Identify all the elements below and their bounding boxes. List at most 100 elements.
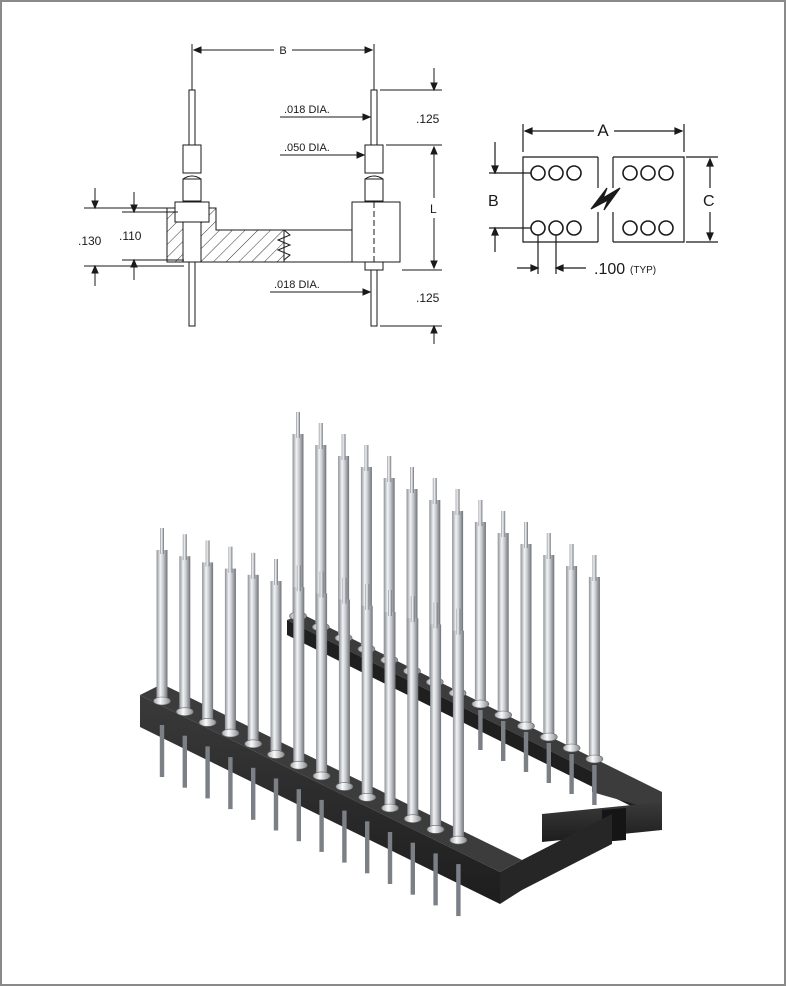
pin-tail	[501, 721, 506, 761]
pin-barrel	[316, 593, 328, 776]
pin-collar	[562, 743, 581, 753]
pin-tail	[592, 765, 597, 805]
pin-barrel	[360, 467, 372, 649]
pin-tail	[523, 732, 529, 772]
collar-dia-label: .050 DIA.	[284, 142, 330, 154]
housing-section-left	[166, 207, 184, 263]
pin-collar	[244, 739, 262, 749]
pin-tip	[569, 544, 574, 570]
pin-tail	[365, 821, 370, 874]
pin-barrel	[202, 562, 214, 723]
pin-barrel	[338, 599, 350, 787]
body-height-arrow-bottom	[130, 258, 138, 268]
pin-tip	[296, 565, 301, 592]
top-view-drawing	[489, 124, 718, 274]
pin-barrel	[429, 500, 441, 682]
pin-tail	[456, 864, 461, 917]
bottom-length-arrow	[430, 324, 438, 334]
top-dim-b-label: B	[488, 193, 499, 210]
hole	[622, 220, 638, 236]
pin-collar	[289, 760, 308, 770]
hole	[530, 165, 546, 181]
pin-tip	[410, 467, 414, 493]
row-b-arrow-bottom	[491, 226, 499, 236]
left-pin-top-tail	[188, 89, 196, 147]
hole	[548, 165, 564, 181]
pitch-label: .100	[594, 261, 625, 278]
pin-tip	[432, 478, 437, 504]
a-arrow-right	[674, 127, 684, 135]
pin-barrel	[543, 555, 555, 737]
pin-tail	[228, 757, 233, 810]
left-pin-body-section	[182, 221, 202, 263]
housing-front-bar-end	[500, 814, 612, 904]
left-pin-break-mark	[182, 175, 202, 180]
pin-collar	[267, 750, 285, 759]
pin-collar	[312, 771, 331, 781]
pin-tail	[251, 767, 256, 820]
right-pin-break-mark	[364, 175, 384, 180]
pin-tip	[342, 577, 347, 604]
b-arrow-right	[364, 46, 374, 54]
housing-back-bar-side	[287, 620, 647, 814]
housing-section-right	[200, 207, 285, 263]
pin-barrel	[566, 566, 578, 748]
pitch-arrow-right	[554, 264, 564, 272]
housing-front-bar-side	[140, 695, 500, 904]
pin-tail	[342, 810, 347, 863]
pin-collar	[449, 835, 468, 845]
pin-barrel	[430, 624, 442, 830]
top-tail-dia-label: .018 DIA.	[284, 104, 330, 116]
pin-tail	[546, 743, 551, 783]
pin-tip	[182, 534, 187, 561]
pin-tip	[387, 456, 392, 482]
overall-height-label: .130	[78, 234, 102, 248]
housing-right-end-top	[592, 772, 662, 812]
pin-tip	[160, 528, 164, 554]
pin-barrel	[293, 587, 305, 766]
pin-collar	[539, 732, 558, 742]
pin-tip	[228, 546, 233, 573]
pin-tip	[205, 540, 210, 567]
pin-barrel	[588, 577, 600, 759]
pin-tip	[478, 500, 483, 526]
bottom-tail-dia-label: .018 DIA.	[274, 279, 320, 291]
pin-barrel	[497, 533, 509, 715]
pin-barrel	[407, 618, 419, 819]
pin-barrel	[270, 581, 282, 755]
overall-height-arrow-bottom	[91, 264, 99, 274]
top-dim-a-label: A	[597, 121, 609, 140]
row-b-arrow-top	[491, 165, 499, 175]
hole	[566, 220, 582, 236]
left-pin-lower-barrel	[182, 178, 202, 202]
pin-tip	[524, 522, 528, 548]
pin-tail	[410, 842, 415, 895]
pin-barrel	[338, 456, 350, 638]
socket-3d-render	[140, 412, 662, 917]
top-length-arrow	[430, 82, 438, 92]
hole	[566, 165, 582, 181]
pin-barrel	[406, 489, 418, 671]
right-pin-bottom-tail	[370, 269, 378, 327]
l-arrow-top	[430, 145, 438, 155]
hole-grid	[530, 165, 674, 236]
pin-barrel	[179, 556, 191, 712]
body-height-arrow-top	[130, 204, 138, 214]
side-dim-b-label: B	[279, 45, 286, 57]
pin-barrel	[452, 511, 464, 693]
pin-barrel	[452, 630, 464, 841]
pin-tip	[455, 489, 460, 515]
pin-collar	[358, 792, 377, 802]
top-tail-dia-arrow	[362, 113, 372, 121]
l-arrow-bottom	[430, 260, 438, 270]
pin-collar	[403, 814, 422, 824]
c-arrow-top	[706, 157, 714, 167]
pitch-arrow-left	[530, 264, 540, 272]
top-dim-c-label: C	[703, 193, 715, 210]
top-view-break-symbol	[590, 187, 621, 211]
top-view-break-edges	[597, 157, 614, 242]
bottom-tail-dia-arrow	[362, 288, 372, 296]
hole	[640, 165, 656, 181]
